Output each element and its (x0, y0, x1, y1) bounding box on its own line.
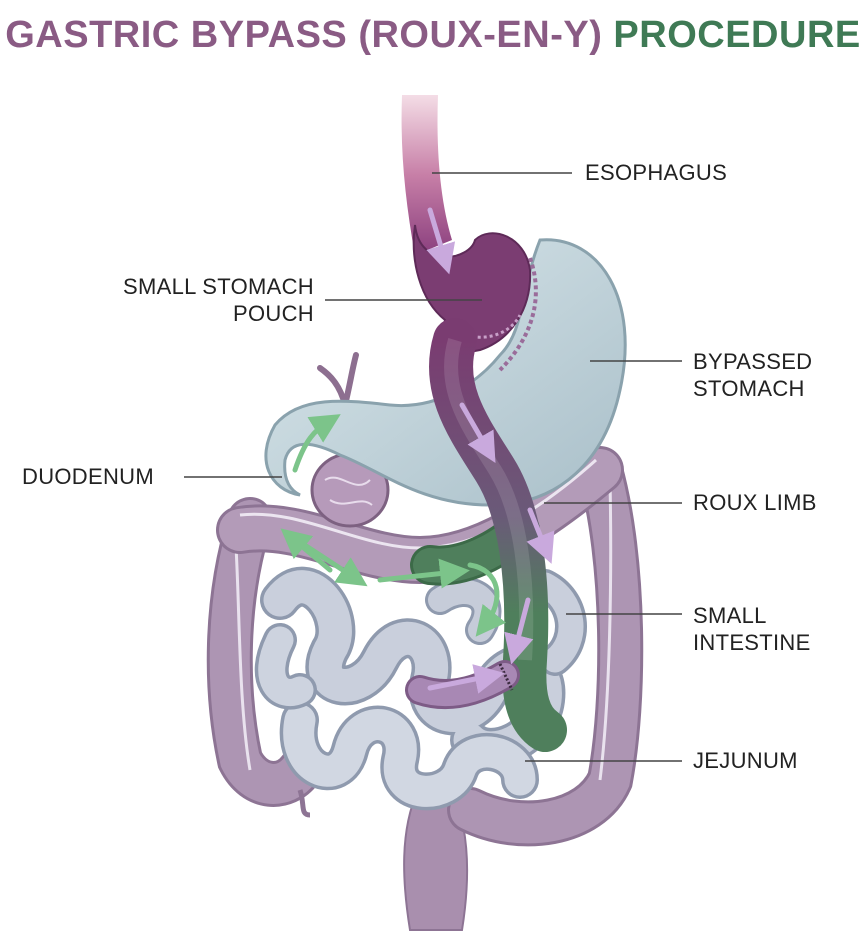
label-small-stomach-pouch: SMALL STOMACH POUCH (123, 273, 314, 327)
food-flow-arrows (426, 207, 555, 694)
label-line: SMALL (693, 603, 767, 628)
roux-limb-shape (429, 318, 567, 752)
label-small-intestine: SMALL INTESTINE (693, 602, 811, 656)
arrow-jejunum (427, 664, 505, 694)
label-line: ESOPHAGUS (585, 160, 728, 185)
arrow-esophagus (426, 207, 456, 275)
label-line: POUCH (233, 301, 314, 326)
stomach-pouch-shape (412, 224, 532, 353)
digestive-juice-arrows (280, 414, 507, 637)
arrow-roux-upper (459, 402, 496, 463)
arrow-duodenum-up (292, 414, 341, 473)
esophagus-shape (401, 95, 452, 255)
leader-lines (184, 172, 682, 762)
title-part-green: PROCEDURE (613, 14, 861, 56)
arrow-transverse (377, 558, 470, 589)
label-line: DUODENUM (22, 464, 154, 489)
arrow-roux-mid (526, 507, 555, 564)
title-part-purple: GASTRIC BYPASS (ROUX-EN-Y) (5, 14, 603, 56)
label-line: SMALL STOMACH (123, 274, 314, 299)
label-roux-limb: ROUX LIMB (693, 489, 817, 516)
diagram-title: GASTRIC BYPASS (ROUX-EN-Y) PROCEDURE (0, 14, 866, 57)
label-duodenum: DUODENUM (22, 463, 154, 490)
arrow-roux-lower (504, 597, 534, 665)
label-line: BYPASSED (693, 349, 813, 374)
label-esophagus: ESOPHAGUS (585, 159, 727, 186)
label-jejunum: JEJUNUM (693, 747, 798, 774)
large-intestine (206, 447, 644, 847)
arrow-duodenum-right (297, 539, 368, 587)
label-line: ROUX LIMB (693, 490, 817, 515)
label-line: JEJUNUM (693, 748, 798, 773)
label-line: INTESTINE (693, 630, 811, 655)
arrow-curve-down (467, 562, 507, 637)
bile-duct (317, 352, 359, 408)
label-bypassed-stomach: BYPASSED STOMACH (693, 348, 812, 402)
label-line: STOMACH (693, 376, 805, 401)
